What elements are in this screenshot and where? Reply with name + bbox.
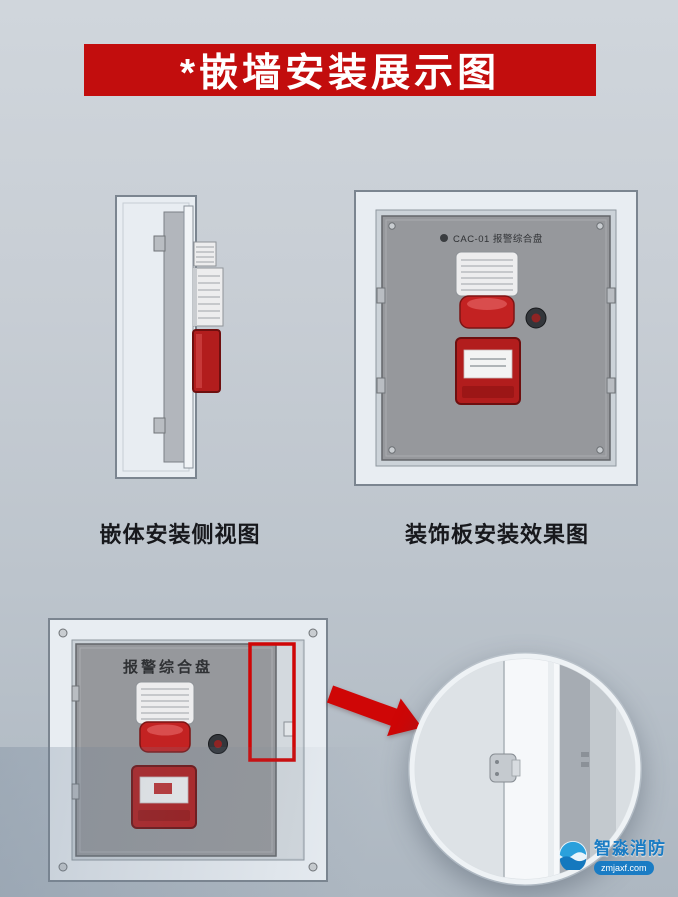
panel-inner-edge [385,219,607,457]
screw [308,628,318,638]
manual-call-point [131,765,197,829]
screw [58,862,68,872]
brand-watermark: 智淼消防 zmjaxf.com [558,834,666,875]
hinge-pin [581,752,589,757]
latch-detail [489,753,521,783]
mounting-clip [153,235,166,252]
zoom-arrow [326,682,438,746]
screw [58,628,68,638]
panel-side-strip [276,642,302,858]
buzzer [525,307,547,329]
front-panel-edge [183,205,194,469]
brand-logo-icon [558,840,588,870]
brand-name: 智淼消防 [594,839,666,858]
front-view-figure: CAC-01 报警综合盘 [352,188,640,488]
edge-clip [376,377,386,394]
call-point-side-view [192,329,221,393]
call-point-glyph [154,783,172,794]
front-view-caption: 装饰板安装效果图 [404,522,589,547]
screw [596,446,604,454]
edge-clip [376,287,386,304]
side-view-caption: 嵌体安装侧视图 [99,522,261,547]
mounting-clip [153,417,166,434]
strobe-light [455,251,519,329]
zoom-arrow-shape [326,685,423,737]
strobe-light [135,681,195,753]
highlight-rectangle [248,642,296,762]
side-view-illustration [115,195,224,479]
detail-zoom-illustration [409,653,641,885]
strobe-side-view [192,241,224,327]
brand-site: zmjaxf.com [594,861,654,875]
panel-inner-edge [79,647,273,853]
detail-zoom-circle [408,652,642,886]
page-title: *嵌墙安装展示图 [179,52,501,95]
hinge [71,685,80,702]
bottom-view-figure: 报警综合盘 [46,616,330,884]
screw [388,446,396,454]
bottom-view-illustration: 报警综合盘 [48,618,328,882]
front-view-illustration: CAC-01 报警综合盘 [354,190,638,486]
hinge-pin [581,762,589,767]
panel-title-text: 报警综合盘 [123,658,213,676]
buzzer [208,734,228,754]
edge-clip [606,287,616,304]
screw [308,862,318,872]
panel-header-text: CAC-01 报警综合盘 [453,233,543,245]
brand-text-block: 智淼消防 zmjaxf.com [594,834,666,875]
embedded-box-side [163,211,185,463]
side-view-figure [108,180,250,495]
screw [388,222,396,230]
panel-brand-mark [440,234,448,242]
screw [596,222,604,230]
side-latch [283,721,294,737]
hinge [71,783,80,800]
title-banner: *嵌墙安装展示图 [84,44,596,96]
edge-clip [606,377,616,394]
manual-call-point [455,337,521,405]
